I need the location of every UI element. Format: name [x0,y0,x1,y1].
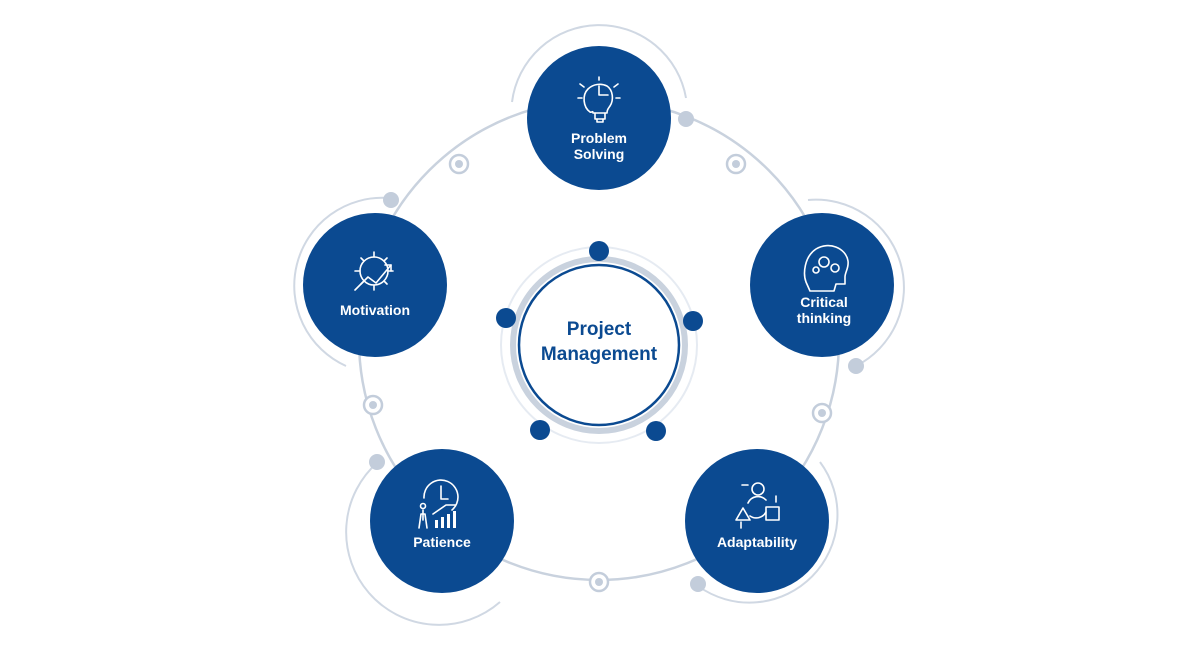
node-label-critical-line1: Critical [800,294,847,310]
head-gears-icon [803,244,849,292]
node-label-critical-line2: thinking [797,310,851,326]
center-title-line2: Management [541,344,658,365]
gear-arrow-icon [354,251,394,291]
node-label-problem-line1: Problem [571,130,627,146]
node-label-problem-line2: Solving [574,146,625,162]
node-problem-solving: Problem Solving [527,46,671,190]
node-patience: Patience [370,449,514,593]
center-title-line1: Project [567,319,632,340]
node-adaptability: Adaptability [685,449,829,593]
node-label-adaptability: Adaptability [717,534,797,550]
node-label-motivation: Motivation [340,302,410,318]
clock-growth-icon [418,479,459,529]
node-motivation: Motivation [303,213,447,357]
node-label-patience: Patience [413,534,471,550]
connector-dots [362,111,864,593]
node-critical-thinking: Critical thinking [750,213,894,357]
node-outer-arcs [293,24,905,626]
lightbulb-puzzle-icon [577,76,621,123]
center-hub: Project Management [496,241,703,444]
shapes-cycle-icon [735,482,780,529]
